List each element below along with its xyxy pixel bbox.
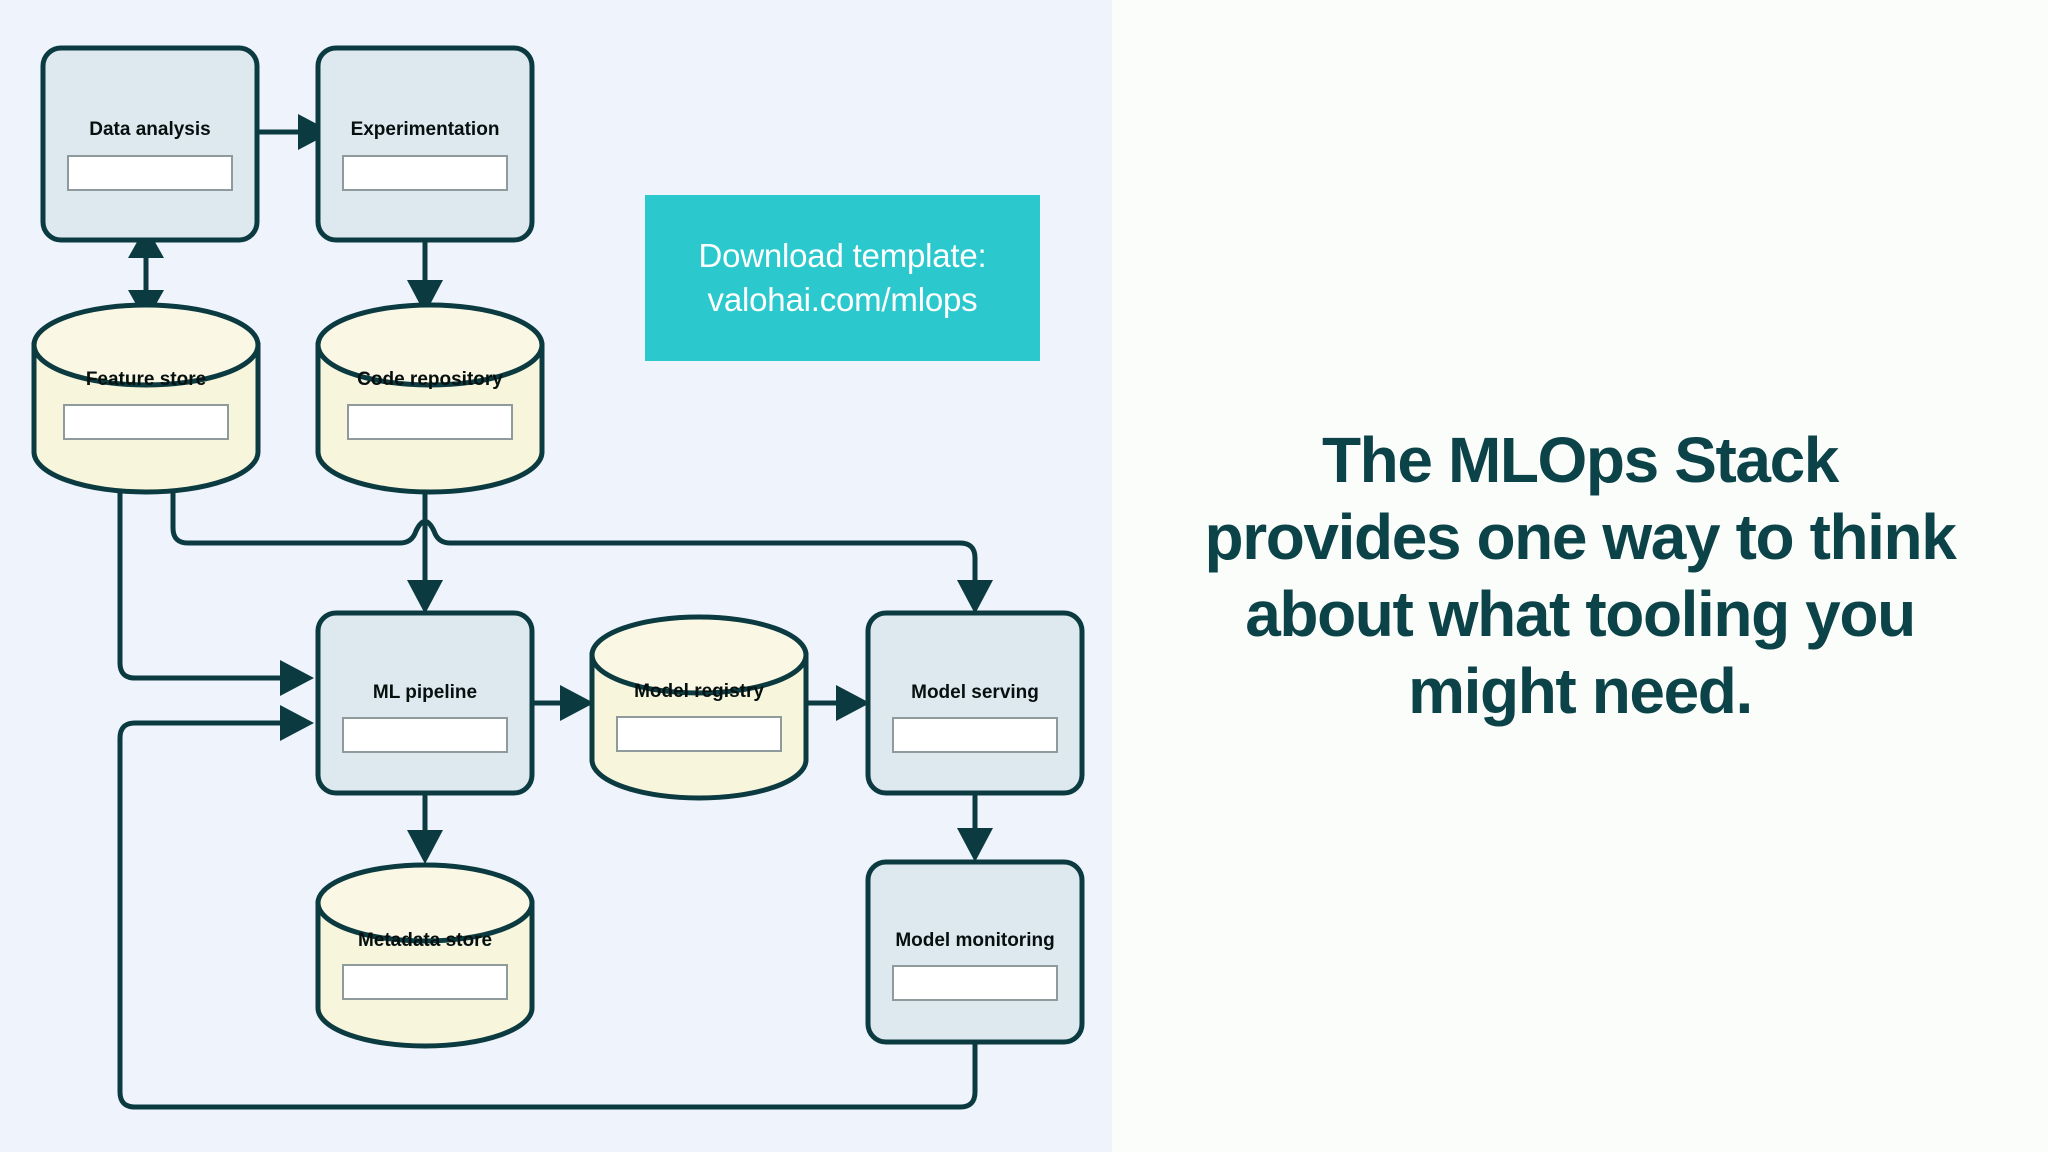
node-input-experimentation[interactable] [342, 155, 508, 191]
node-input-data-analysis[interactable] [67, 155, 233, 191]
node-ml-pipeline[interactable]: ML pipeline [315, 610, 535, 796]
edge-model-monitoring-to-ml-pipeline [117, 705, 978, 1110]
node-model-serving[interactable]: Model serving [865, 610, 1085, 796]
edge-data-analysis-to-experimentation [257, 114, 332, 150]
edge-ml-pipeline-to-model-registry [532, 685, 594, 721]
node-data-analysis[interactable]: Data analysis [40, 45, 260, 243]
edge-experimentation-to-code-repository [407, 240, 443, 314]
headline-text: The MLOps Stack provides one way to thin… [1204, 424, 1957, 727]
node-input-ml-pipeline[interactable] [342, 717, 508, 753]
edge-feature-store-to-ml-pipeline [117, 478, 314, 696]
mlops-stack-diagram: Data analysis Experimentation Feature st… [31, 45, 1085, 1110]
cta-line-1: Download template: [698, 237, 987, 275]
edge-model-serving-to-model-monitoring [957, 793, 993, 862]
node-metadata-store[interactable]: Metadata store [315, 862, 535, 1049]
node-label-model-monitoring: Model monitoring [895, 930, 1054, 951]
node-label-experimentation: Experimentation [351, 119, 500, 140]
edge-feature-store-to-model-serving [170, 478, 993, 614]
download-template-callout[interactable]: Download template: valohai.com/mlops [645, 195, 1040, 361]
node-input-model-registry[interactable] [616, 716, 782, 752]
edge-ml-pipeline-to-metadata-store [407, 793, 443, 864]
diagram-panel: Data analysis Experimentation Feature st… [0, 0, 1112, 1152]
connector-layer [117, 114, 993, 1110]
node-label-data-analysis: Data analysis [89, 119, 210, 140]
node-input-metadata-store[interactable] [342, 964, 508, 1000]
node-model-monitoring[interactable]: Model monitoring [865, 859, 1085, 1045]
node-feature-store[interactable]: Feature store [31, 302, 261, 495]
node-input-model-monitoring[interactable] [892, 965, 1058, 1001]
edge-model-registry-to-model-serving [807, 685, 870, 721]
node-input-model-serving[interactable] [892, 717, 1058, 753]
edge-code-repository-to-ml-pipeline [407, 478, 443, 614]
node-input-code-repository[interactable] [347, 404, 513, 440]
node-input-feature-store[interactable] [63, 404, 229, 440]
node-label-metadata-store: Metadata store [358, 930, 492, 951]
node-code-repository[interactable]: Code repository [315, 302, 545, 495]
node-model-registry[interactable]: Model registry [589, 614, 809, 801]
node-label-code-repository: Code repository [357, 369, 503, 390]
node-label-model-serving: Model serving [911, 682, 1039, 703]
headline-panel: The MLOps Stack provides one way to thin… [1112, 0, 2048, 1152]
cta-line-2: valohai.com/mlops [707, 281, 978, 318]
node-experimentation[interactable]: Experimentation [315, 45, 535, 243]
node-label-model-registry: Model registry [634, 681, 764, 702]
node-label-feature-store: Feature store [86, 369, 206, 390]
node-label-ml-pipeline: ML pipeline [373, 682, 477, 703]
